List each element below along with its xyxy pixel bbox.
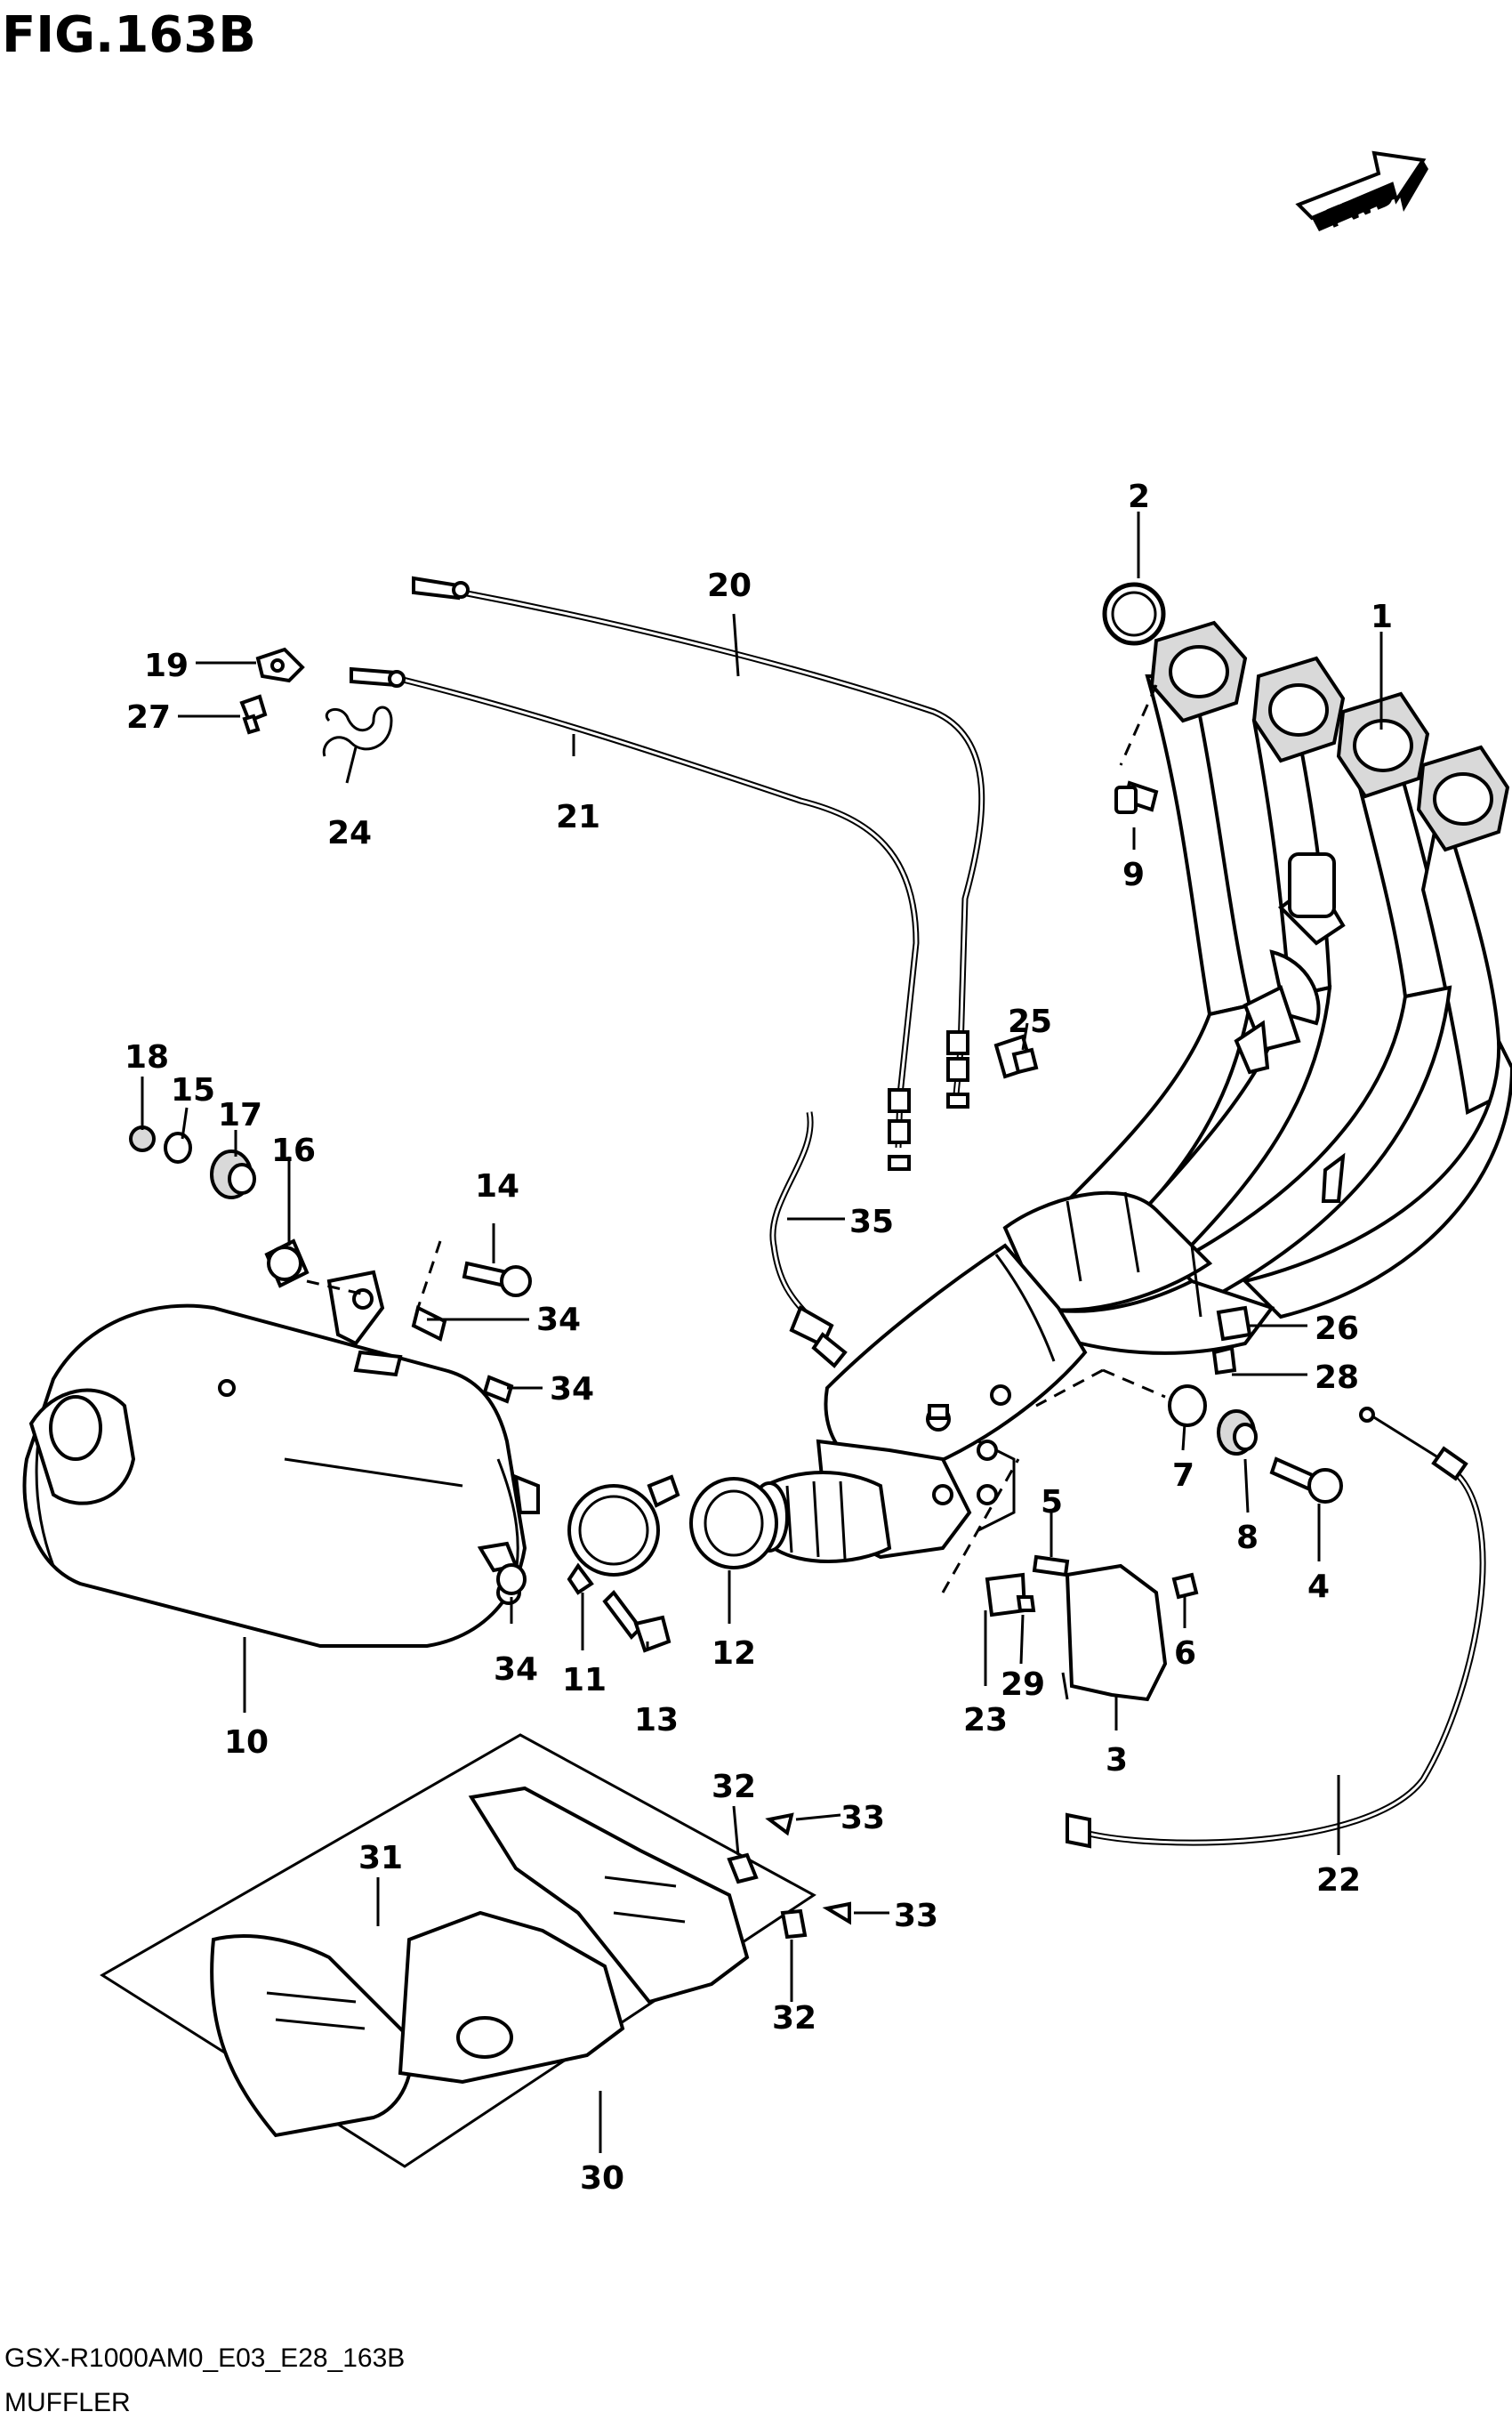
- callout-18: 18: [125, 1039, 169, 1076]
- callout-34-middle: 34: [550, 1371, 594, 1408]
- callout-35: 35: [849, 1204, 894, 1240]
- callout-2: 2: [1128, 479, 1150, 515]
- muffler-mounting-bolt: [462, 1261, 532, 1297]
- callout-27: 27: [126, 699, 171, 736]
- callout-17: 17: [218, 1097, 262, 1133]
- callout-10: 10: [224, 1724, 269, 1761]
- heat-shield-assembly: [985, 1554, 1199, 1702]
- exhaust-control-cable-3: [1066, 1407, 1486, 1849]
- exhaust-control-cable-1: [412, 576, 985, 1109]
- muffler-clamp: [567, 1474, 680, 1595]
- callout-16: 16: [271, 1133, 316, 1169]
- callout-7: 7: [1172, 1457, 1194, 1494]
- connector-pipe: [689, 1471, 892, 1569]
- figure-title: FIG.163B: [2, 6, 256, 64]
- leader-lines: [141, 512, 1383, 2153]
- muffler-protector-set: [100, 1733, 851, 2168]
- callout-34-upper: 34: [536, 1302, 581, 1338]
- callout-11: 11: [562, 1662, 607, 1698]
- callout-1: 1: [1371, 599, 1393, 635]
- callout-31: 31: [358, 1840, 403, 1876]
- callout-28: 28: [1315, 1359, 1359, 1396]
- cable-clip: [993, 1034, 1039, 1079]
- callout-33-upper: 33: [840, 1800, 885, 1836]
- callout-8: 8: [1236, 1520, 1259, 1556]
- callout-22: 22: [1316, 1862, 1361, 1899]
- exhaust-header-pipes: [1002, 674, 1512, 1355]
- gasket-ring: [1102, 582, 1166, 646]
- exhaust-control-cable-2: [350, 666, 920, 1171]
- callout-15: 15: [171, 1072, 215, 1109]
- forward-direction-arrow-icon: FWD: [1295, 150, 1428, 235]
- callout-20: 20: [707, 568, 752, 604]
- callout-21: 21: [556, 799, 600, 835]
- callout-23: 23: [963, 1702, 1008, 1738]
- oxygen-sensor: [769, 1111, 848, 1368]
- header-flanges: [1149, 620, 1510, 852]
- stud-bolt: [1114, 684, 1159, 814]
- callout-34-lower: 34: [494, 1651, 538, 1688]
- clamp-bolt: [602, 1589, 672, 1653]
- model-code: GSX-R1000AM0_E03_E28_163B: [4, 2343, 405, 2373]
- callout-24: 24: [327, 815, 372, 851]
- callout-13: 13: [634, 1702, 679, 1738]
- callout-12: 12: [712, 1635, 756, 1672]
- section-name: MUFFLER: [4, 2388, 131, 2417]
- callout-labels: 1 2 3 4 5 6 7 8 9 10 11 12 13 14 15 16 1…: [125, 479, 1393, 2197]
- callout-9: 9: [1122, 857, 1145, 893]
- muffler-body: [22, 1270, 540, 1648]
- callout-5: 5: [1041, 1484, 1063, 1521]
- cable-guide-bracket: [239, 647, 393, 757]
- small-clamp-and-bolt: [1211, 1305, 1252, 1375]
- callout-32-lower: 32: [772, 2000, 816, 2037]
- mounting-washer-stack: [129, 1125, 310, 1288]
- callout-30: 30: [580, 2160, 624, 2197]
- callout-26: 26: [1315, 1311, 1359, 1347]
- callout-3: 3: [1106, 1742, 1128, 1779]
- callout-25: 25: [1008, 1004, 1052, 1040]
- callout-19: 19: [144, 648, 189, 684]
- callout-6: 6: [1174, 1635, 1196, 1672]
- callout-14: 14: [475, 1168, 519, 1205]
- callout-29: 29: [1001, 1666, 1045, 1703]
- hanger-bolt-stack: [1168, 1384, 1343, 1504]
- muffler-damper-rubbers: [411, 1305, 527, 1595]
- callout-32-upper: 32: [712, 1769, 756, 1805]
- callout-33-lower: 33: [894, 1898, 938, 1934]
- callout-4: 4: [1307, 1569, 1330, 1605]
